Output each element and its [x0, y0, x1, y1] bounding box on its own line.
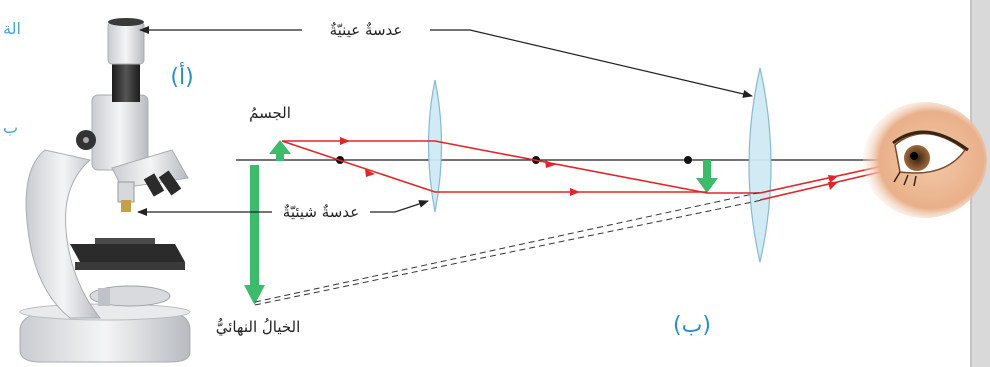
final-image-arrow: [244, 165, 265, 305]
object-label: الجسمُ: [249, 104, 291, 122]
final-image-label: الخيالُ النهائيُّ: [216, 317, 301, 337]
edge-text-middle: ب: [3, 118, 18, 137]
eye-illustration: [863, 102, 987, 218]
panel-b-label: (ب): [673, 313, 711, 338]
panel-a-label: (أ): [170, 62, 193, 90]
intermediate-image-arrow: [696, 160, 718, 193]
microscope-illustration: [20, 18, 190, 362]
eyepiece-lens: [749, 68, 771, 262]
edge-text-top: الة: [3, 19, 21, 38]
eyepiece-label: عدسةٌ عينيّةٌ: [330, 21, 403, 39]
light-rays: [282, 137, 910, 200]
objective-label: عدسةٌ شيئيّةٌ: [283, 203, 359, 221]
